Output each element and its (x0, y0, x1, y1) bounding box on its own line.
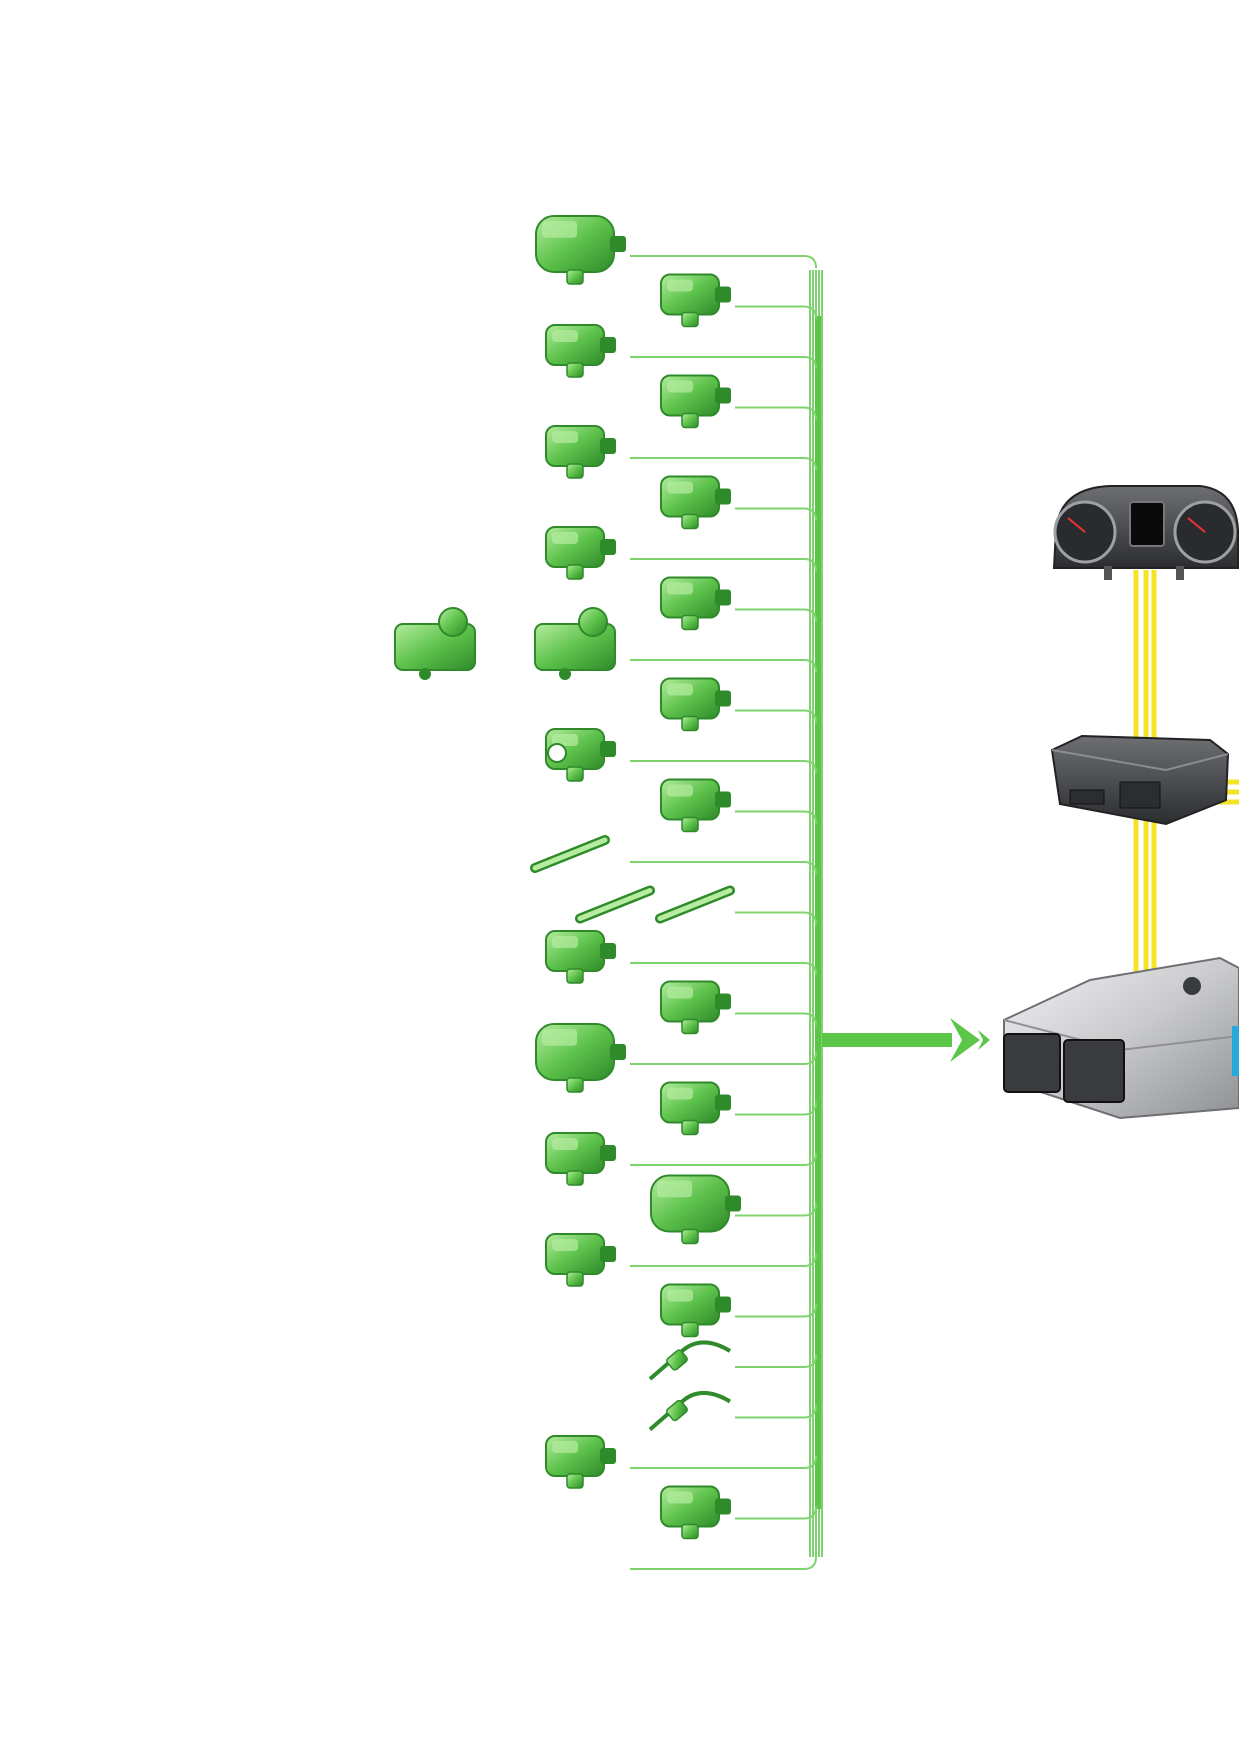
sensor-signal-line (735, 1405, 817, 1419)
pressure-switch-icon (660, 576, 731, 631)
sensor-signal-line (630, 457, 817, 471)
sensor-signal-line (630, 356, 817, 370)
oil-level-sender-icon (545, 526, 616, 580)
sensor-signal-line (735, 810, 817, 824)
sensor-signal-lines (630, 255, 823, 1570)
sensor-signal-line (630, 1556, 817, 1570)
sensor-signal-line (735, 608, 817, 622)
exhaust-temperature-sender-icon (648, 1391, 732, 1432)
temperature-sender-icon (660, 475, 731, 530)
sensor-signal-line (630, 1152, 817, 1166)
sensor-signal-line (735, 1102, 817, 1116)
sensor-signal-line (630, 1051, 817, 1065)
sensor-signal-line (630, 760, 817, 774)
sensor-signal-line (735, 1203, 817, 1217)
sensor-signal-line (630, 861, 817, 875)
sensor-signal-line (630, 962, 817, 976)
brake-light-switch-icon (660, 778, 731, 833)
engine-speed-sender-icon (660, 273, 731, 328)
signal-arrow (822, 1018, 990, 1062)
sensor-signal-line (735, 1304, 817, 1318)
sensor-signal-line (630, 1253, 817, 1267)
sensor-signal-line (630, 659, 817, 673)
knock-sensor-icon (545, 728, 616, 782)
differential-pressure-sender-icon (545, 1435, 616, 1489)
vacuum-unit-icon (660, 1081, 731, 1136)
coolant-temperature-sender-icon (545, 1132, 616, 1186)
engine-control-unit-icon (1003, 956, 1239, 1120)
sensor-signal-line (630, 255, 817, 269)
pressure-sender-icon (545, 425, 616, 479)
sensor-signal-line (735, 406, 817, 420)
fuel-pressure-sender-icon (660, 1283, 731, 1338)
glow-plug-icon (530, 835, 610, 873)
sensor-signal-line (630, 558, 817, 572)
exhaust-temperature-sender-icon (648, 1340, 732, 1381)
speed-sender-icon (660, 374, 731, 429)
charge-pressure-sender-icon (545, 1233, 616, 1287)
lambda-probe-pair-icon (575, 885, 735, 924)
hall-sender-icon (545, 324, 616, 378)
sensor-signal-line (735, 507, 817, 521)
data-bus-diagnostic-interface-icon (1050, 734, 1230, 826)
throttle-valve-module-icon (535, 1023, 626, 1093)
accelerator-pedal-sender-icon (660, 677, 731, 732)
differential-pressure-sender-icon (660, 1485, 731, 1540)
sensor-signal-line (735, 1354, 817, 1368)
exhaust-gas-recirculation-valve-icon (650, 1174, 741, 1245)
sensor-signal-line (735, 305, 817, 319)
dash-panel-insert-icon (1052, 485, 1239, 580)
sensor-components (394, 215, 741, 1540)
sensor-signal-line (735, 1012, 817, 1026)
flap-actuator-pair-icon (394, 607, 616, 680)
sensor-signal-line (630, 1455, 817, 1469)
sensor-signal-line (735, 911, 817, 925)
sensor-signal-line (735, 709, 817, 723)
fuel-temperature-sender-icon (545, 930, 616, 984)
sensor-signal-line (735, 1506, 817, 1520)
vacuum-unit-icon (660, 980, 731, 1035)
air-mass-meter-icon (535, 215, 626, 285)
